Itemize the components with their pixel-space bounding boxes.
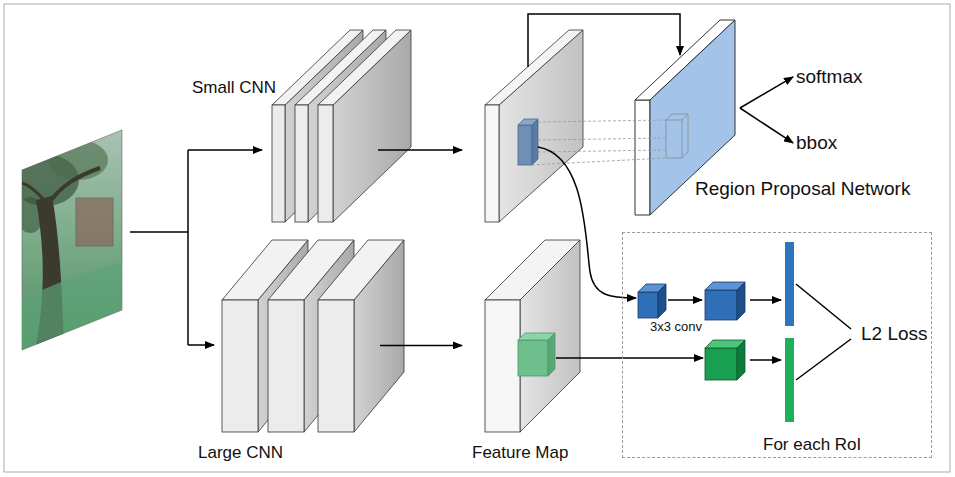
roi-group: For each RoI L2 Loss [622, 232, 932, 458]
connector-arrow [740, 108, 793, 143]
cnn-stack: Small CNN [190, 25, 415, 225]
node-label: L2 Loss [861, 323, 928, 345]
node-label: bbox [796, 132, 837, 154]
node-label: For each RoI [763, 435, 861, 455]
feature-map: Feature Map [462, 235, 587, 470]
output-label: bbox [793, 132, 840, 154]
node-label: softmax [796, 66, 863, 88]
layer-label: 3x3 conv [650, 320, 702, 335]
connector-arrow [380, 345, 462, 347]
loss-label: L2 Loss [858, 323, 931, 345]
node-label: Feature Map [472, 443, 568, 463]
cnn-stack: Large CNN [195, 235, 380, 470]
node-label: Region Proposal Network [695, 178, 910, 200]
node-label: Small CNN [192, 78, 276, 98]
connector-arrow [740, 77, 793, 108]
node-label: Large CNN [198, 443, 283, 463]
rpn-layer: Region Proposal Network [632, 18, 740, 218]
output-label: softmax [793, 66, 866, 88]
